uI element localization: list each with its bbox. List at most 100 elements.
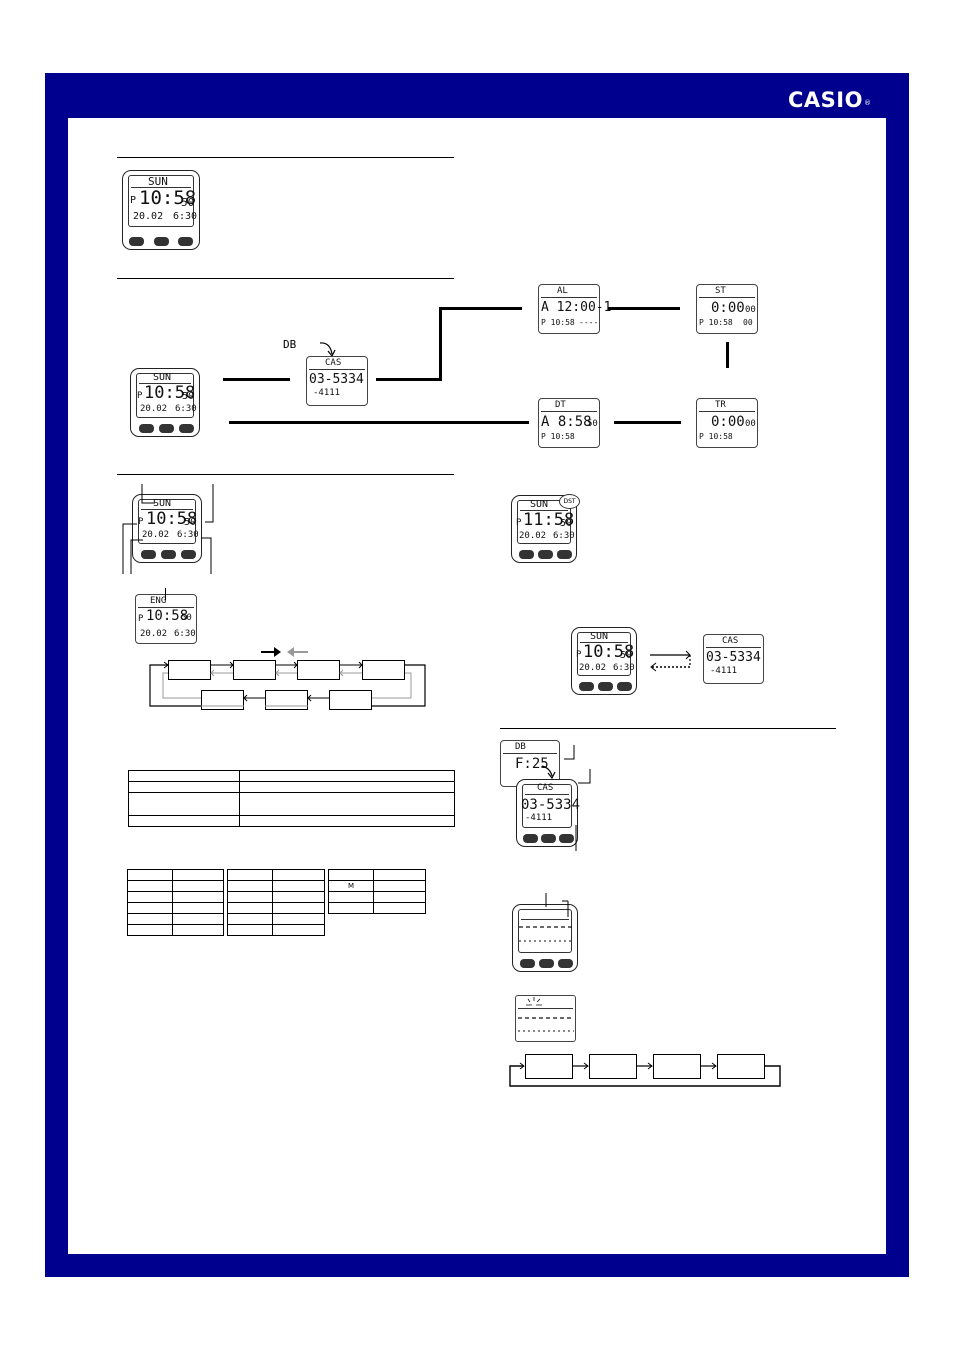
lcd-seconds: 00 — [745, 419, 756, 429]
button-a[interactable] — [523, 834, 538, 843]
flow-line — [229, 421, 529, 424]
lcd-mode: DT — [555, 400, 566, 410]
flash-icon — [526, 997, 542, 1006]
section-rule — [117, 278, 454, 279]
watch-timekeeping-illustration: SUN P 10:58 50 20.02 6:30 — [122, 170, 200, 250]
button-a[interactable] — [129, 237, 144, 246]
lcd-time: 10:58 — [583, 642, 635, 662]
watch-mode-switch: SUN P 10:58 50 20.02 6:30 — [571, 627, 637, 695]
dst-indicator: DST — [559, 494, 580, 509]
lcd-seconds: 50 — [587, 419, 598, 429]
flow-box — [653, 1054, 701, 1079]
button-c[interactable] — [557, 550, 572, 559]
display-countdown-timer: TR 0:00 00 P 10:58 — [696, 398, 758, 448]
lcd-time: 10:58 — [146, 509, 198, 529]
flow-box — [233, 660, 276, 680]
display-alarm: AL A 12:00-1 P 10:58 ---- — [538, 284, 611, 334]
lcd-date: 20.02 — [519, 531, 547, 541]
lcd-time: 10:58 — [139, 187, 197, 209]
forward-arrow-head-icon — [274, 647, 281, 657]
lcd-date2: 6:30 — [174, 629, 196, 639]
lcd-name: CAS — [722, 636, 739, 646]
lcd-number: 03-5334 — [706, 650, 761, 665]
casio-logo: CASIO® — [788, 88, 872, 112]
button-b[interactable] — [159, 424, 174, 433]
lcd-day: SUN — [153, 372, 172, 383]
lcd-elapsed: 0:00 — [711, 300, 745, 316]
lcd-date2: 6:30 — [613, 663, 635, 673]
display-language: ENG P 10:58 50 20.02 6:30 — [135, 594, 197, 644]
lcd-day: SUN — [590, 631, 609, 642]
lcd-name: CAS — [325, 358, 342, 368]
code-table-2 — [227, 869, 325, 936]
lcd-number: 03-5334 — [309, 372, 364, 387]
lcd-mode: TR — [715, 400, 726, 410]
section-rule — [500, 728, 836, 729]
watch-mode-start: SUN P 10:58 50 20.02 6:30 — [130, 368, 200, 437]
lcd-ampm: P — [130, 195, 137, 206]
lcd-date: 20.02 — [142, 530, 170, 540]
flow-box — [201, 690, 244, 710]
lcd-day: SUN — [153, 498, 172, 509]
lcd-ampm: P — [138, 614, 144, 624]
button-b[interactable] — [538, 550, 553, 559]
button-a[interactable] — [139, 424, 154, 433]
lcd-tail: ---- — [579, 318, 599, 327]
watch-data-bank: CAS 03-5334 -4111 — [516, 779, 580, 847]
lcd-ampm: P — [576, 650, 582, 660]
flow-line — [614, 421, 681, 424]
lcd-time: 10:58 — [146, 608, 189, 624]
lcd-ampm: P — [138, 517, 144, 527]
lcd-time: 11:58 — [523, 510, 575, 530]
lcd-number-sub: -4111 — [525, 813, 553, 823]
button-c[interactable] — [558, 959, 573, 968]
button-b[interactable] — [539, 959, 554, 968]
flow-box — [589, 1054, 637, 1079]
button-a[interactable] — [520, 959, 535, 968]
flow-box — [329, 690, 372, 710]
lcd-date: 20.02 — [140, 404, 168, 414]
button-c[interactable] — [179, 424, 194, 433]
lcd-current-time: P 10:58 — [699, 318, 733, 327]
lcd-date2: 6:30 — [175, 404, 197, 414]
button-b[interactable] — [598, 682, 613, 691]
button-c[interactable] — [178, 237, 193, 246]
button-c[interactable] — [617, 682, 632, 691]
lcd-mode: AL — [557, 286, 568, 296]
lcd-name: CAS — [537, 783, 554, 793]
lcd-seconds: 50 — [181, 196, 195, 209]
lcd-seconds: 50 — [620, 650, 633, 661]
callout-lines — [545, 893, 569, 917]
button-b[interactable] — [154, 237, 169, 246]
button-a[interactable] — [579, 682, 594, 691]
section-rule — [117, 474, 454, 475]
button-b[interactable] — [161, 550, 176, 559]
lcd-language: ENG — [150, 596, 167, 606]
watch-data-input — [512, 904, 578, 972]
button-b[interactable] — [541, 834, 556, 843]
lcd-date2: 6:30 — [177, 530, 199, 540]
display-stopwatch: ST 0:00 00 P 10:58 00 — [696, 284, 758, 334]
flow-box — [168, 660, 211, 680]
lcd-timer: 0:00 — [711, 414, 745, 430]
button-c[interactable] — [559, 834, 574, 843]
input-dashes — [519, 926, 573, 942]
flow-box — [362, 660, 405, 680]
button-a[interactable] — [141, 550, 156, 559]
flow-line — [223, 378, 290, 381]
watch-timekeeping-labeled: SUN P 10:58 50 20.02 6:30 — [132, 494, 202, 563]
table-cell-letter: M — [328, 880, 374, 892]
backward-arrow-head-icon — [287, 647, 294, 657]
lcd-seconds: 50 — [181, 613, 192, 623]
callout-lines — [122, 484, 214, 574]
lcd-alarm-time: A 12:00-1 — [541, 300, 612, 315]
lcd-seconds: 50 — [560, 518, 573, 529]
lcd-number-sub: -4111 — [710, 666, 738, 676]
code-table-1 — [127, 869, 224, 936]
lcd-number-sub: -4111 — [313, 388, 341, 398]
lcd-current-time: P 10:58 — [699, 432, 733, 441]
lcd-current-time: P 10:58 — [541, 318, 575, 327]
button-c[interactable] — [181, 550, 196, 559]
button-a[interactable] — [519, 550, 534, 559]
flow-line — [439, 307, 442, 381]
